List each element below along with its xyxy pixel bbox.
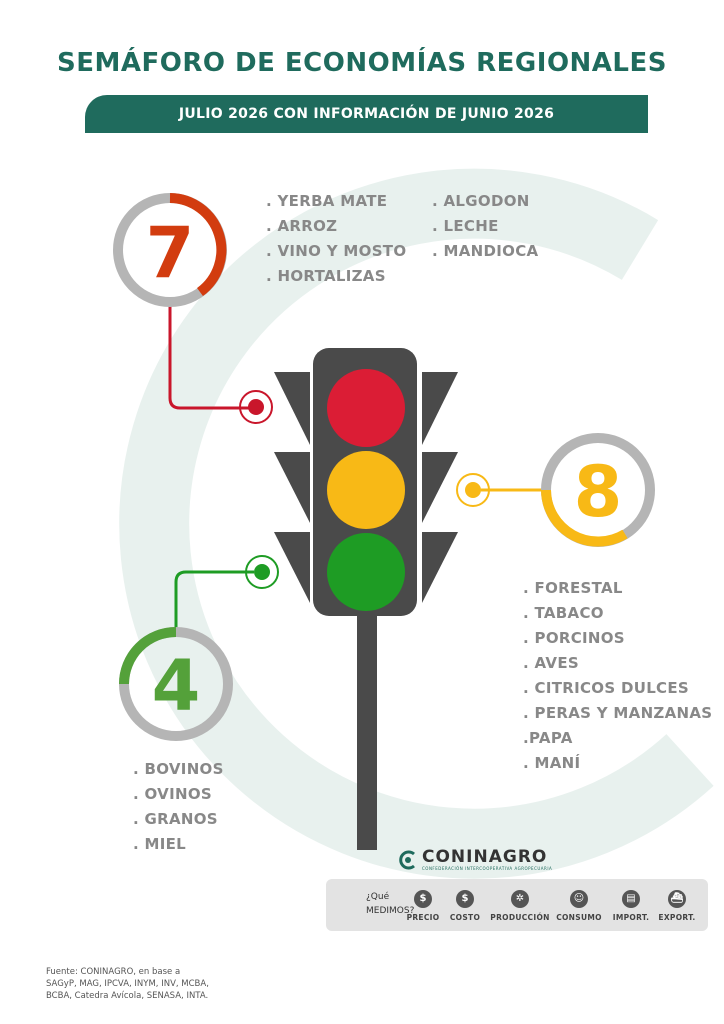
yellow-list: . FORESTAL . TABACO . PORCINOS . AVES . … [523, 576, 712, 776]
green-connector-line [174, 570, 254, 632]
production-gear-icon: ✲ [511, 890, 529, 908]
measures-question-line1: ¿Qué [366, 892, 390, 902]
yellow-light [327, 451, 405, 529]
measure-label: IMPORT. [612, 913, 650, 922]
list-item: . PORCINOS [523, 629, 625, 647]
list-item: . HORTALIZAS [266, 267, 386, 285]
measure-export: ⛴ EXPORT. [656, 890, 698, 922]
list-item: .PAPA [523, 729, 573, 747]
red-light [327, 369, 405, 447]
dollar-icon: $ [414, 890, 432, 908]
list-item: . GRANOS [133, 810, 218, 828]
red-count-gauge: 7 [113, 193, 227, 307]
red-list-right: . ALGODON . LECHE . MANDIOCA [432, 189, 538, 264]
red-connector-line [168, 300, 250, 410]
red-connector-dot [248, 399, 264, 415]
list-item: . FORESTAL [523, 579, 623, 597]
list-item: . ALGODON [432, 192, 530, 210]
source-line: SAGyP, MAG, IPCVA, INYM, INV, MCBA, [46, 979, 209, 989]
list-item: . CITRICOS DULCES [523, 679, 690, 697]
import-icon: ▤ [622, 890, 640, 908]
list-item: . PERAS Y MANZANAS [523, 704, 713, 722]
list-item: . LECHE [432, 217, 499, 235]
subtitle-text: JULIO 2026 CON INFORMACIÓN DE JUNIO 2026 [178, 106, 555, 122]
traffic-light-pole [357, 600, 377, 850]
red-connector-ring [239, 390, 273, 424]
measure-production: ✲ PRODUCCIÓN [490, 890, 550, 922]
green-count-gauge: 4 [119, 627, 233, 741]
yellow-count: 8 [574, 451, 623, 533]
source-line: BCBA, Catedra Avícola, SENASA, INTA. [46, 991, 209, 1001]
measure-label: COSTO [449, 913, 481, 922]
measure-label: PRECIO [406, 913, 440, 922]
measure-label: CONSUMO [556, 913, 602, 922]
list-item: . VINO Y MOSTO [266, 242, 407, 260]
red-count: 7 [146, 212, 195, 294]
coninagro-logo: CONINAGRO CONFEDERACIÓN INTERCOOPERATIVA… [398, 848, 552, 871]
measures-question: ¿Qué MEDIMOS? [366, 890, 414, 918]
coninagro-logo-icon [399, 850, 415, 869]
list-item: . AVES [523, 654, 579, 672]
source-note: Fuente: CONINAGRO, en base a SAGyP, MAG,… [46, 966, 246, 1002]
page-title: SEMÁFORO DE ECONOMÍAS REGIONALES [56, 48, 667, 78]
list-item: . OVINOS [133, 785, 212, 803]
logo-tagline: CONFEDERACIÓN INTERCOOPERATIVA AGROPECUA… [422, 866, 553, 871]
consumption-icon: ☺ [570, 890, 588, 908]
measures-question-line2: MEDIMOS? [366, 906, 415, 916]
measure-cost: $ COSTO [448, 890, 482, 922]
logo-name: CONINAGRO [422, 847, 548, 867]
subtitle-banner: JULIO 2026 CON INFORMACIÓN DE JUNIO 2026 [85, 95, 648, 133]
list-item: . MANDIOCA [432, 242, 539, 260]
list-item: . BOVINOS [133, 760, 224, 778]
list-item: . YERBA MATE [266, 192, 388, 210]
green-count: 4 [152, 645, 201, 727]
green-connector-dot [254, 564, 270, 580]
list-item: . MANÍ [523, 754, 581, 772]
watermark-logo [119, 168, 714, 879]
list-item: . ARROZ [266, 217, 338, 235]
measures-panel: ¿Qué MEDIMOS? $ PRECIO $ COSTO ✲ PRODUCC… [326, 879, 708, 931]
list-item: . MIEL [133, 835, 187, 853]
green-light [327, 533, 405, 611]
green-list: . BOVINOS . OVINOS . GRANOS . MIEL [133, 757, 224, 857]
traffic-light-visors [274, 372, 458, 603]
red-list-left: . YERBA MATE . ARROZ . VINO Y MOSTO . HO… [266, 189, 406, 289]
measure-label: PRODUCCIÓN [490, 913, 550, 922]
cost-icon: $ [456, 890, 474, 908]
measure-import: ▤ IMPORT. [610, 890, 652, 922]
yellow-connector-dot [465, 482, 481, 498]
export-ship-icon: ⛴ [668, 890, 686, 908]
measure-consumption: ☺ CONSUMO [554, 890, 604, 922]
list-item: . TABACO [523, 604, 604, 622]
measure-label: EXPORT. [658, 913, 696, 922]
source-line: Fuente: CONINAGRO, en base a [46, 967, 181, 977]
yellow-count-gauge: 8 [541, 433, 655, 547]
measure-price: $ PRECIO [406, 890, 440, 922]
